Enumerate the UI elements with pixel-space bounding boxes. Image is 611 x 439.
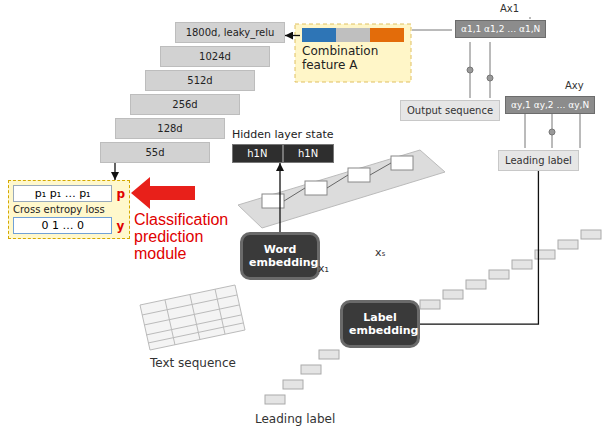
- attention-lines-part: [467, 67, 473, 73]
- feature-colors: [302, 28, 404, 42]
- label-tiles-part: [420, 300, 440, 309]
- lstm-slab-part: [327, 175, 348, 188]
- connector: [285, 35, 300, 36]
- text-grid-part: [190, 295, 200, 340]
- connector: [279, 163, 280, 232]
- module-title: Classification prediction module: [134, 212, 230, 262]
- node-text: Leading label: [505, 155, 572, 166]
- feature-bar: Combination feature A: [300, 28, 406, 73]
- label-tiles-part: [443, 290, 463, 299]
- node-text: 128d: [124, 123, 216, 134]
- dense-layer: 256d: [130, 94, 240, 115]
- label-tiles-part: [301, 365, 321, 374]
- prediction-box: p₁ p₁ … p₁ Cross entropy loss 0 1 … 0 p y: [8, 180, 130, 239]
- node-text: 1024d: [169, 51, 261, 62]
- dense-layer: 512d: [145, 70, 255, 91]
- attention-lines: [412, 17, 580, 148]
- lstm-slab-part: [305, 181, 327, 195]
- text-grid-part: [148, 323, 243, 343]
- node-text: Word embedding: [249, 243, 311, 269]
- attention-label: Axy: [565, 80, 584, 91]
- attention-lines-part: [412, 30, 452, 31]
- attention-lines-part: [580, 114, 581, 148]
- red-arrow: [131, 177, 195, 209]
- text-grid-part: [165, 300, 175, 345]
- attention-lines-part: [525, 114, 526, 148]
- label-tiles-part: [319, 350, 339, 359]
- node-text: 0 1 … 0: [13, 217, 112, 234]
- node-text: 256d: [139, 99, 231, 110]
- node-text: p: [116, 187, 125, 201]
- node-text: Combination feature A: [302, 45, 404, 73]
- node-text: α1,1 α1,2 … α1,N: [461, 24, 540, 34]
- text-grid-part: [215, 289, 225, 334]
- node-text: 512d: [154, 75, 246, 86]
- node-text: Label embedding: [349, 311, 411, 337]
- token-label: xₛ: [375, 246, 386, 259]
- feature-ground: [295, 24, 411, 82]
- lstm-slab-part: [391, 156, 413, 170]
- text-grid-part: [146, 315, 241, 335]
- node-text: 1800d, leaky_relu: [184, 27, 276, 38]
- text-grid-part: [140, 285, 245, 350]
- dense-layer: 1024d: [160, 46, 270, 67]
- red-arrow-part: [131, 177, 195, 209]
- token-label: x₁: [318, 262, 329, 275]
- lstm-slab-part: [284, 188, 305, 201]
- label-tiles-part: [466, 280, 486, 289]
- dense-layer: 128d: [115, 118, 225, 139]
- node-text: Output sequence: [407, 105, 493, 116]
- feature-ground-part: [295, 24, 411, 82]
- input-label: Leading label: [255, 412, 335, 426]
- connector: [420, 171, 538, 324]
- text-grid: [140, 285, 245, 350]
- label-tiles-part: [283, 380, 303, 389]
- hidden-state: h1Nh1NHidden layer state: [232, 128, 334, 163]
- text-grid-part: [144, 305, 239, 325]
- connector: [114, 163, 115, 180]
- node-text: y: [116, 219, 125, 233]
- attention-lines-part: [487, 75, 493, 81]
- attention-label: Ax1: [500, 3, 519, 14]
- attention-weights: α1,1 α1,2 … α1,N: [455, 20, 546, 38]
- attention-weights: αy,1 αy,2 … αy,N: [505, 96, 595, 114]
- node-text: αy,1 αy,2 … αy,N: [511, 100, 589, 110]
- feature-segment: [370, 28, 404, 42]
- text-grid-part: [142, 295, 237, 315]
- embedding-block: Label embedding: [340, 300, 420, 348]
- label-panel: Leading label: [498, 150, 579, 171]
- node-text: p₁ p₁ … p₁: [13, 185, 112, 202]
- sequence-panel: Output sequence: [400, 100, 500, 121]
- embedding-block: Word embedding: [240, 232, 320, 280]
- attention-lines-part: [549, 129, 555, 135]
- feature-segment: [336, 28, 370, 42]
- node-text: 55d: [109, 147, 201, 158]
- label-tiles-part: [581, 230, 601, 239]
- feature-segment: [302, 28, 336, 42]
- label-tiles-part: [512, 260, 532, 269]
- label-tiles-part: [489, 270, 509, 279]
- lstm-slab-part: [348, 168, 370, 182]
- lstm-slab-part: [370, 163, 391, 175]
- node-text: h1N: [232, 144, 283, 163]
- attention-lines-part: [490, 42, 491, 98]
- lstm-slab-part: [262, 194, 284, 208]
- label-tiles-part: [558, 240, 578, 249]
- input-label: Text sequence: [150, 356, 236, 370]
- label-tiles-part: [265, 395, 285, 404]
- node-text: Cross entropy loss: [13, 204, 125, 215]
- node-text: h1N: [283, 144, 334, 163]
- dense-layer: 1800d, leaky_relu: [175, 22, 285, 43]
- node-text: Hidden layer state: [232, 128, 334, 144]
- attention-lines-part: [530, 17, 531, 19]
- dense-layer: 55d: [100, 142, 210, 163]
